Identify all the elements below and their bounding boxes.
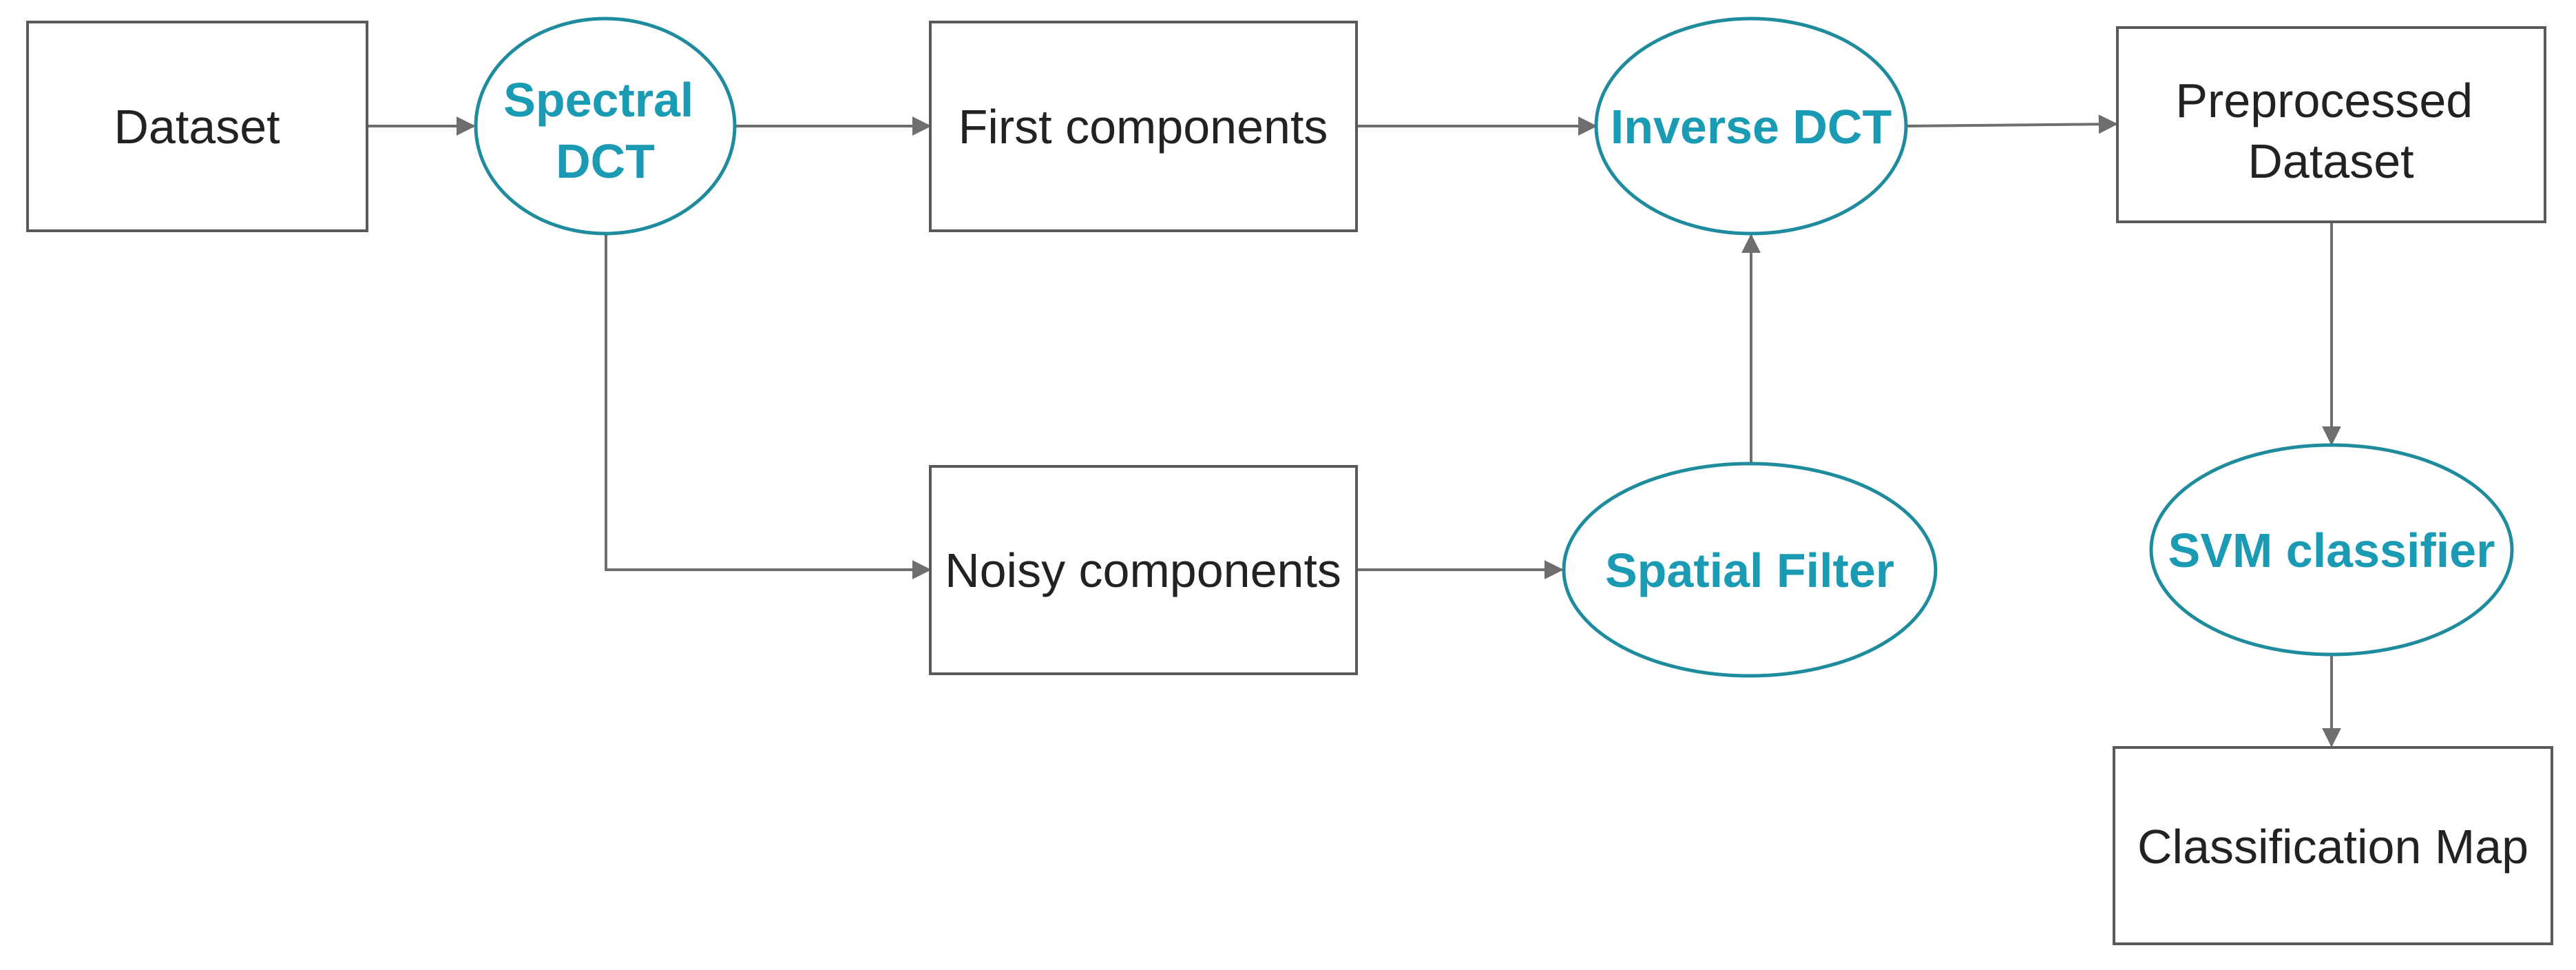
node-classification-map: Classification Map: [2113, 746, 2553, 945]
connectors: [368, 114, 2341, 747]
node-inverse-dct: Inverse DCT: [1594, 17, 1908, 236]
node-inverse-dct-label: Inverse DCT: [1611, 100, 1892, 154]
node-spectral-dct: Spectral DCT: [474, 17, 737, 236]
node-dataset-label: Dataset: [114, 100, 280, 154]
node-first-components: First components: [929, 21, 1358, 232]
svg-text:Dataset: Dataset: [114, 100, 280, 154]
node-svm-classifier-label: SVM classifier: [2168, 524, 2495, 577]
node-preprocessed-dataset-label-line1: Preprocessed: [2175, 74, 2473, 127]
node-first-components-label: First components: [959, 100, 1328, 154]
svg-text:Inverse DCT: Inverse DCT: [1611, 100, 1892, 154]
node-classification-map-label: Classification Map: [2137, 820, 2528, 874]
svg-text:Spatial Filter: Spatial Filter: [1605, 544, 1894, 597]
edge-spectral-dct-to-noisy-components: [605, 234, 932, 579]
node-preprocessed-dataset: Preprocessed Dataset: [2116, 26, 2546, 223]
svg-text:Classification Map: Classification Map: [2137, 820, 2528, 874]
node-noisy-components-label: Noisy components: [945, 544, 1341, 597]
node-noisy-components: Noisy components: [929, 465, 1358, 675]
node-svm-classifier: SVM classifier: [2149, 443, 2514, 657]
node-spatial-filter-label: Spatial Filter: [1605, 544, 1894, 597]
edge-inverse-dct-to-preprocessed-dataset: [1906, 114, 2118, 134]
node-dataset: Dataset: [26, 21, 368, 232]
node-preprocessed-dataset-label-line2: Dataset: [2248, 134, 2413, 188]
node-spectral-dct-label-line2: DCT: [556, 134, 655, 188]
svg-text:Noisy components: Noisy components: [945, 544, 1341, 597]
svg-text:Preprocessed Dataset: Preprocessed Dataset: [2175, 74, 2486, 188]
svg-text:First components: First components: [959, 100, 1328, 154]
svg-text:Spectral DCT: Spectral DCT: [503, 73, 707, 188]
svg-text:SVM classifier: SVM classifier: [2168, 524, 2495, 577]
node-spatial-filter: Spatial Filter: [1562, 462, 1938, 678]
node-spectral-dct-label-line1: Spectral: [503, 73, 693, 127]
